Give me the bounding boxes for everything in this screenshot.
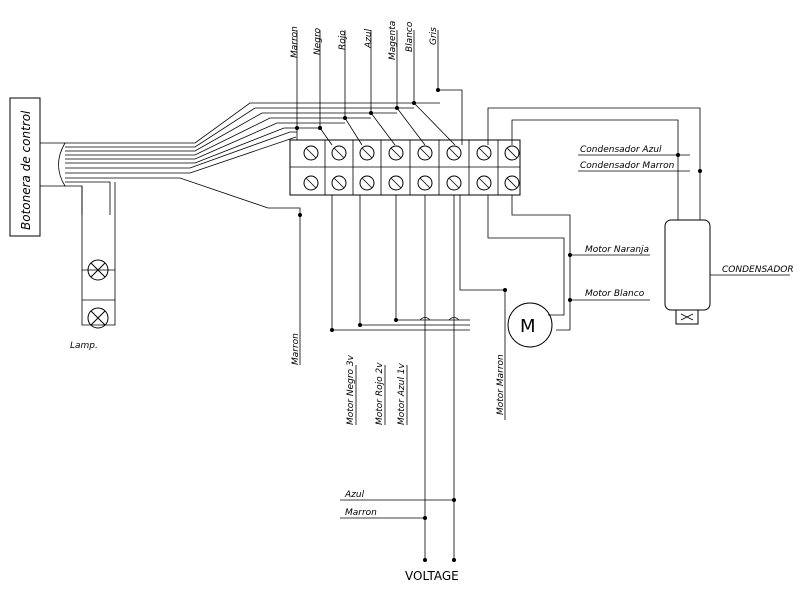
wire-label-top: Marron [290,26,300,58]
lamp-icon [87,307,109,329]
wire-label-top: Rojo [338,30,348,50]
control-panel-label: Botonera de control [19,110,33,230]
wire-label-top: Azul [364,28,374,49]
lower-wire-crossings [419,317,460,321]
lower-wires [299,195,571,560]
condensador-label: CONDENSADOR [722,265,794,275]
lower-wire-dots [298,213,572,332]
voltage-azul-label: Azul [344,490,365,500]
condensador-feed-wires [487,107,701,220]
lamp-icon [87,259,109,281]
motor-negro-label: Motor Negro 3v [346,354,356,425]
wire-label-top: Blanco [405,21,415,52]
motor: M [507,302,553,348]
voltage-label: VOLTAGE [405,569,459,583]
lamp-label: Lamp. [70,341,98,351]
motor-naranja-label: Motor Naranja [585,245,649,255]
cable-bundle [40,102,301,215]
wire-label-top: Gris [429,27,439,45]
wire-label-top: Negro [313,27,323,55]
condensador-azul-label: Condensador Azul [580,145,662,155]
terminal-screw-slots [305,147,518,189]
condensador-wire-dots [676,153,702,173]
motor-label-leaders [355,365,408,425]
voltage-dots [423,498,456,562]
motor-marron-label: Motor Marron [496,354,506,415]
condensador-capacitor [664,219,790,325]
motor-blanco-label: Motor Blanco [585,289,645,299]
condensador-marron-label: Condensador Marron [580,161,675,171]
control-panel-box [9,97,41,237]
top-wire-dots [295,88,440,130]
left-marron-label: Marron [291,333,301,365]
motor-side-lines [570,254,650,301]
voltage-wires [340,499,454,519]
terminal-block [289,139,521,196]
motor-rojo-label: Motor Rojo 2v [375,362,385,425]
terminal-separators [324,140,499,195]
wire-label-top: Magenta [388,21,398,60]
motor-symbol: M [520,316,536,337]
terminal-screws [303,145,520,191]
motor-azul-label: Motor Azul 1v [397,362,407,425]
voltage-marron-label: Marron [345,508,377,518]
